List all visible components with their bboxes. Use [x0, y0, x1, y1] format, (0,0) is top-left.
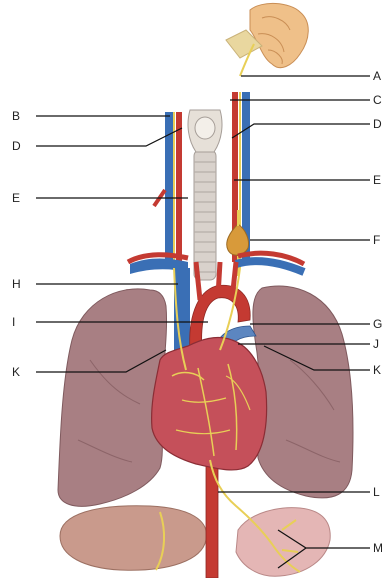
label-c: C	[373, 93, 382, 107]
label-e-left: E	[12, 191, 20, 205]
label-e-right: E	[373, 173, 381, 187]
label-m: M	[373, 541, 382, 555]
label-f: F	[373, 233, 380, 247]
label-h: H	[12, 277, 21, 291]
label-b: B	[12, 109, 20, 123]
label-k-right: K	[373, 363, 381, 377]
label-g: G	[373, 317, 382, 331]
brain-illustration	[226, 3, 308, 76]
label-d-right: D	[373, 117, 382, 131]
liver	[60, 506, 207, 570]
label-a: A	[373, 69, 381, 83]
label-l: L	[373, 485, 380, 499]
label-j: J	[373, 337, 379, 351]
label-k-left: K	[12, 365, 20, 379]
right-lung	[253, 286, 353, 498]
trachea	[188, 110, 222, 280]
label-i: I	[12, 315, 15, 329]
label-d-left: D	[12, 139, 21, 153]
heart	[152, 338, 267, 470]
